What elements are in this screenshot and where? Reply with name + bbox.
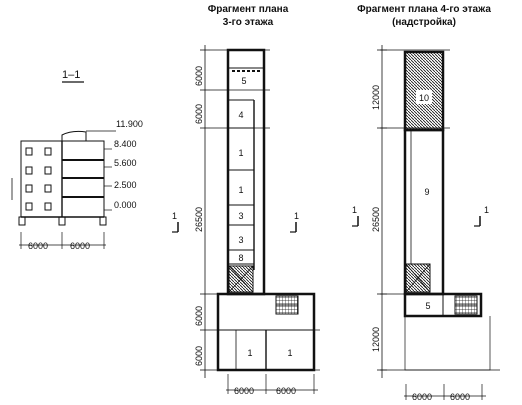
plan3-room-1b: 1 xyxy=(238,185,243,195)
plan3-dim-v5: 6000 xyxy=(194,346,204,366)
section-dim-right: 6000 xyxy=(70,241,90,251)
plan4-room-10: 10 xyxy=(419,93,429,103)
plan4-room-5: 5 xyxy=(425,301,430,311)
plan3-cut-left: 1 xyxy=(172,211,177,221)
plan4-room-9: 9 xyxy=(424,187,429,197)
plan3-dim-v4: 6000 xyxy=(194,306,204,326)
section-1-1: 1–1 11.900 8.400 5.600 xyxy=(11,69,143,251)
plan4-cut-left: 1 xyxy=(352,205,357,215)
plan3-cut-right: 1 xyxy=(294,211,299,221)
elevation-11900: 11.900 xyxy=(116,119,143,129)
plan3-room-5: 5 xyxy=(241,76,246,86)
elevation-5600: 5.600 xyxy=(114,158,137,168)
plan3-title-line1: Фрагмент плана xyxy=(208,4,289,15)
plan4-dim-h1: 6000 xyxy=(412,392,432,402)
elevation-2500: 2.500 xyxy=(114,180,137,190)
plan3-room-1a: 1 xyxy=(238,148,243,158)
plan-3rd-floor: Фрагмент плана 3-го этажа 5 xyxy=(172,4,320,396)
plan3-dim-v3: 26500 xyxy=(194,207,204,232)
plan3-dim-v2: 6000 xyxy=(194,104,204,124)
plan4-dim-v3: 12000 xyxy=(371,327,381,352)
plan-4th-floor: Фрагмент плана 4-го этажа (надстройка) 1… xyxy=(352,4,500,402)
plan3-dim-h2: 6000 xyxy=(276,386,296,396)
plan3-dim-h1: 6000 xyxy=(234,386,254,396)
section-label: 1–1 xyxy=(62,69,80,81)
plan4-cut-right: 1 xyxy=(484,205,489,215)
plan3-room-8: 8 xyxy=(238,253,243,263)
plan4-dim-v1: 12000 xyxy=(371,85,381,110)
plan3-room-3b: 3 xyxy=(238,235,243,245)
elevation-0000: 0.000 xyxy=(114,200,137,210)
plan4-title-line1: Фрагмент плана 4-го этажа xyxy=(357,4,491,15)
plan4-dim-h2: 6000 xyxy=(450,392,470,402)
elevation-8400: 8.400 xyxy=(114,139,137,149)
section-dim-left: 6000 xyxy=(28,241,48,251)
plan4-dim-v2: 26500 xyxy=(371,207,381,232)
plan3-room-4: 4 xyxy=(238,110,243,120)
plan3-room-1d: 1 xyxy=(287,348,292,358)
plan3-title-line2: 3-го этажа xyxy=(223,17,274,28)
plan3-dim-v1: 6000 xyxy=(194,66,204,86)
plan3-room-3a: 3 xyxy=(238,211,243,221)
plan4-title-line2: (надстройка) xyxy=(392,17,456,28)
plan3-room-1c: 1 xyxy=(247,348,252,358)
